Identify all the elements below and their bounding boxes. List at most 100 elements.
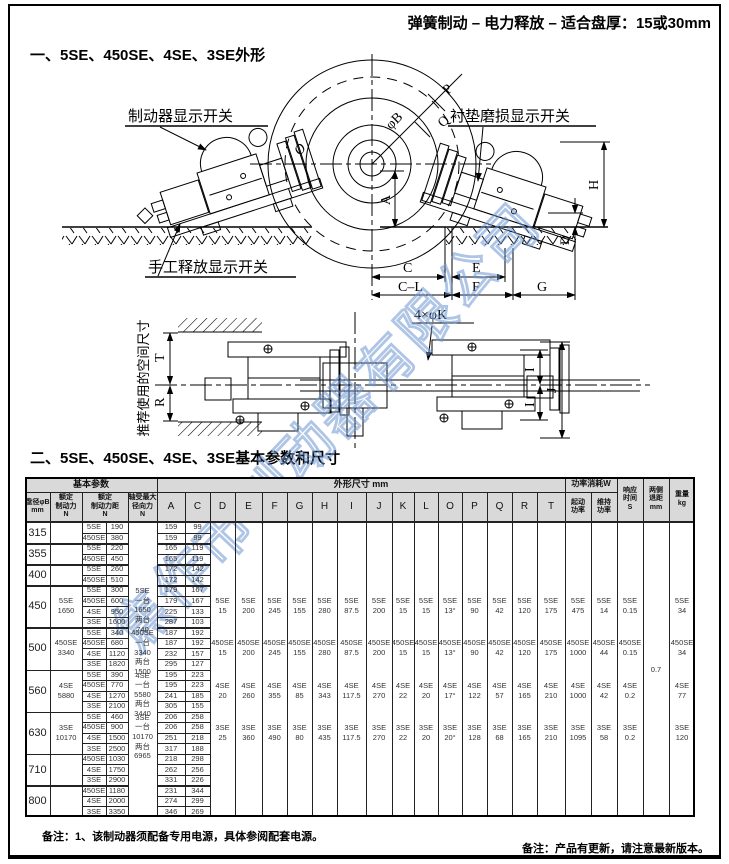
grid-line xyxy=(157,711,210,714)
cell-A: 159 xyxy=(164,532,178,542)
cell-torque: 2000 xyxy=(108,796,126,806)
grid-line xyxy=(462,522,463,817)
grid-line xyxy=(82,492,83,522)
grid-line xyxy=(617,522,618,817)
grid-line xyxy=(643,477,644,492)
cell-A: 172 xyxy=(164,564,178,574)
cell-model: 450SE xyxy=(82,754,106,764)
cell-P-5SE: 5SE 90 xyxy=(467,596,482,616)
grid-line xyxy=(157,785,210,787)
cell-model: 450SE xyxy=(82,596,106,606)
cell-D-4SE: 4SE 20 xyxy=(215,680,230,700)
grid-line xyxy=(157,492,158,522)
grid-line xyxy=(312,522,313,817)
cell-model: 5SE xyxy=(86,711,102,721)
cell-torque: 460 xyxy=(110,711,124,721)
cell-G-4SE: 4SE 85 xyxy=(292,680,307,700)
cell-radial: 450SE 一台 3340 两台 1500 xyxy=(131,628,154,676)
cell-A: 187 xyxy=(164,638,178,648)
header-weight: 重量 kg xyxy=(675,491,689,507)
grid-line xyxy=(591,522,592,817)
cell-start-450SE: 450SE 1000 xyxy=(566,638,590,658)
header-C: C xyxy=(193,500,202,512)
cell-A: 195 xyxy=(164,680,178,690)
grid-line xyxy=(565,492,566,522)
cell-disc-355: 355 xyxy=(28,547,47,560)
cell-model: 450SE xyxy=(82,680,106,690)
cell-model: 450SE xyxy=(82,638,106,648)
cell-torque: 300 xyxy=(110,585,124,595)
cell-model: 4SE xyxy=(86,606,102,616)
cell-radial: 5SE 一台 1650 两台 740 xyxy=(134,586,151,634)
cell-J-5SE: 5SE 200 xyxy=(371,596,387,616)
cell-F-450SE: 450SE 245 xyxy=(263,638,286,658)
cell-C: 299 xyxy=(191,796,204,806)
cell-force: 4SE 5880 xyxy=(57,680,75,700)
grid-line xyxy=(157,743,210,745)
cell-A: 331 xyxy=(164,775,178,785)
grid-line xyxy=(210,522,211,817)
header-G: G xyxy=(295,500,304,512)
grid-line xyxy=(438,492,439,522)
cell-torque: 260 xyxy=(110,564,124,574)
cell-C: 269 xyxy=(191,806,204,816)
header-L: L xyxy=(423,500,429,512)
cell-R-450SE: 450SE 120 xyxy=(513,638,536,658)
cell-model: 450SE xyxy=(82,785,106,795)
grid-line xyxy=(157,722,210,724)
grid-line xyxy=(669,477,670,492)
cell-G-3SE: 3SE 80 xyxy=(292,722,307,742)
cell-O-450SE: 450SE 13° xyxy=(438,638,462,658)
cell-C: 99 xyxy=(193,522,202,532)
dim-phiB: φB xyxy=(383,110,406,133)
cell-C: 185 xyxy=(191,690,204,700)
cell-model: 4SE xyxy=(86,648,102,658)
cell-torque: 220 xyxy=(110,543,124,553)
grid-line xyxy=(157,595,210,597)
cell-E-4SE: 4SE 260 xyxy=(241,680,256,700)
cell-C: 223 xyxy=(191,680,204,690)
grid-line xyxy=(366,492,367,522)
grid-line xyxy=(617,492,618,522)
header-retract: 两侧 退距 mm xyxy=(649,486,663,511)
dim-H: H xyxy=(587,180,602,190)
grid-line xyxy=(82,627,128,629)
header-H: H xyxy=(320,500,329,512)
cell-torque: 770 xyxy=(110,680,124,690)
grid-line xyxy=(82,585,128,587)
cell-torque: 1750 xyxy=(108,764,126,774)
header-Q: Q xyxy=(495,500,504,512)
cell-D-5SE: 5SE 15 xyxy=(215,596,230,616)
grid-line xyxy=(82,648,128,650)
cell-C: 223 xyxy=(191,669,204,679)
header-dims: 外形尺寸 mm xyxy=(333,479,389,490)
grid-line xyxy=(82,785,128,787)
cell-C: 119 xyxy=(191,553,204,563)
grid-line xyxy=(82,722,128,724)
grid-line xyxy=(617,477,618,492)
grid-line xyxy=(128,522,129,817)
grid-line xyxy=(157,795,210,797)
grid-line xyxy=(643,522,644,817)
grid-line xyxy=(157,627,210,629)
cell-torque: 950 xyxy=(110,606,124,616)
cell-I-3SE: 3SE 117.5 xyxy=(342,722,361,742)
cell-torque: 510 xyxy=(110,574,124,584)
grid-line xyxy=(262,492,263,522)
grid-line xyxy=(462,492,463,522)
cell-A: 317 xyxy=(164,743,178,753)
cell-C: 192 xyxy=(191,638,204,648)
cell-start-3SE: 3SE 1095 xyxy=(569,722,587,742)
cell-A: 274 xyxy=(164,796,178,806)
grid-line xyxy=(25,711,82,714)
grid-line xyxy=(128,492,129,522)
cell-T-3SE: 3SE 210 xyxy=(543,722,559,742)
header-T: T xyxy=(547,500,555,512)
cell-F-3SE: 3SE 490 xyxy=(267,722,282,742)
grid-line xyxy=(537,492,538,522)
grid-line xyxy=(82,606,128,608)
cell-K-5SE: 5SE 15 xyxy=(395,596,411,616)
cell-E-450SE: 450SE 200 xyxy=(237,638,260,658)
cell-I-4SE: 4SE 117.5 xyxy=(342,680,361,700)
grid-line xyxy=(414,522,415,817)
